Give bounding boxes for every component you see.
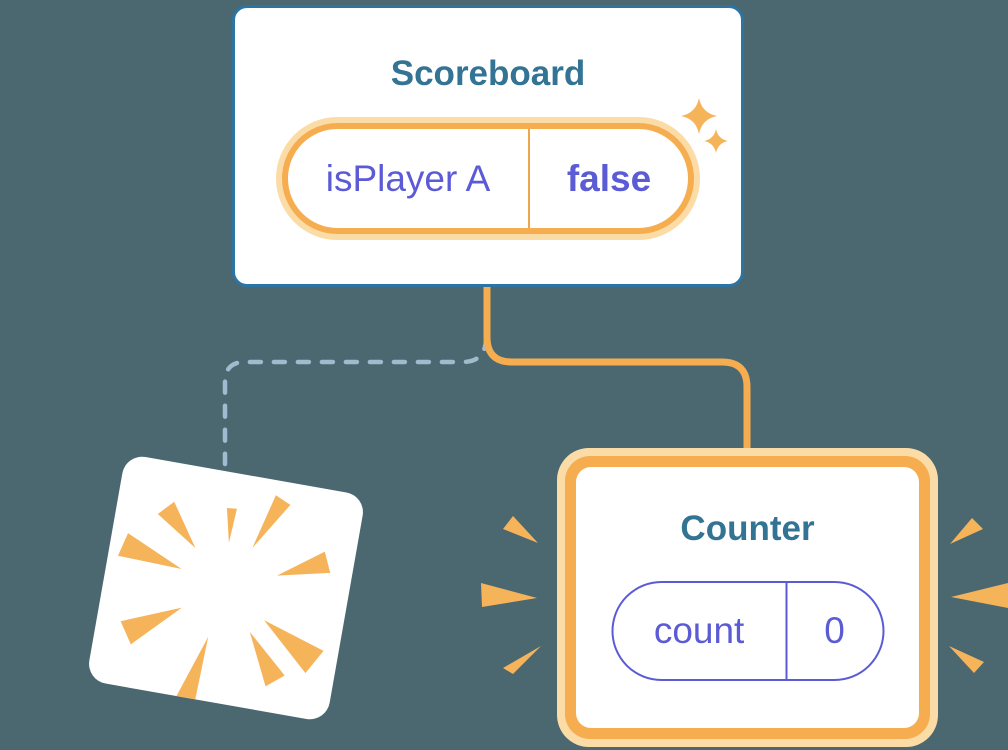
- counter-state-pill: count 0: [611, 581, 884, 681]
- state-key: isPlayer A: [325, 157, 491, 199]
- burst-icon: [117, 495, 331, 703]
- sparkle-icon: [681, 98, 728, 153]
- scoreboard-title: Scoreboard: [390, 54, 586, 93]
- counter-card: Counter count 0: [557, 448, 938, 747]
- state-pill: isPlayer A false: [276, 117, 700, 240]
- dashed-connector-line: [222, 335, 489, 467]
- counter-state-key: count: [653, 610, 745, 651]
- destroyed-component-card: [85, 453, 367, 723]
- counter-title: Counter: [680, 509, 815, 548]
- scoreboard-card: Scoreboard isPlayer A false: [232, 5, 744, 287]
- solid-connector-line: [483, 280, 751, 460]
- counter-pill-divider: [785, 583, 788, 679]
- counter-state-value: 0: [824, 610, 845, 651]
- state-value: false: [566, 157, 652, 199]
- pill-divider: [528, 129, 530, 228]
